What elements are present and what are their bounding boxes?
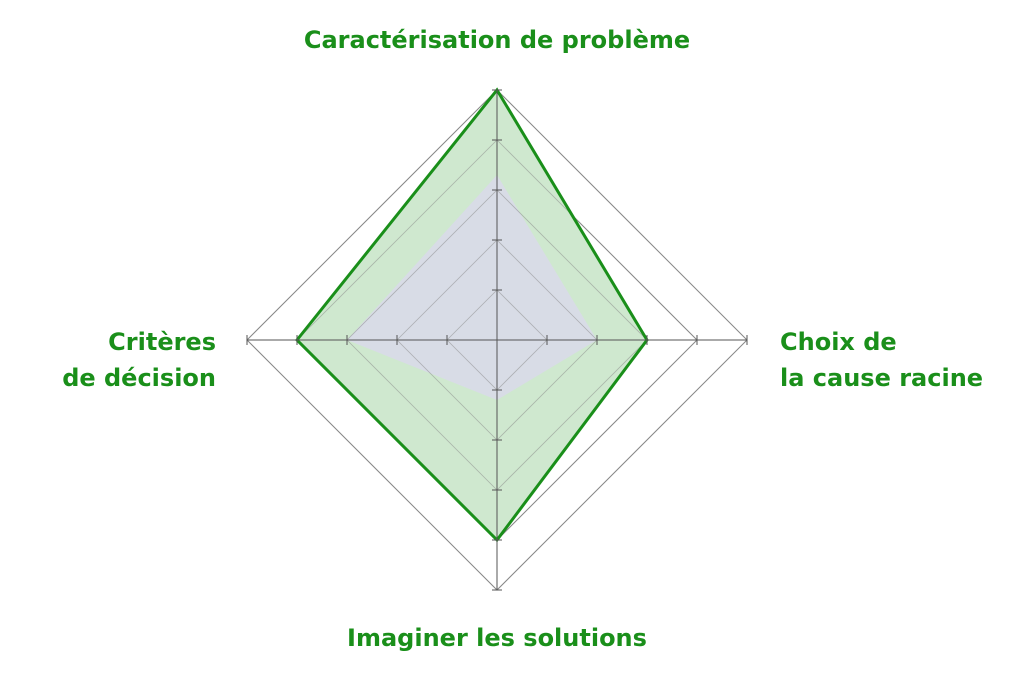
axis-label-line: la cause racine [780, 364, 984, 392]
series-grey-area [347, 175, 597, 400]
axis-label-root-cause: Choix de la cause racine [780, 324, 983, 396]
axis-label-line: Caractérisation de problème [303, 26, 691, 54]
axis-layer [246, 89, 748, 591]
axis-label-decision-criteria: Critères de décision [62, 324, 216, 396]
axis-label-problem-characterization: Caractérisation de problème [0, 22, 994, 58]
axis-label-line: Imaginer les solutions [347, 624, 647, 652]
axis-label-line: de décision [62, 364, 216, 392]
axis-label-line: Choix de [780, 328, 897, 356]
axis-label-line: Critères [108, 328, 216, 356]
axis-label-solutions: Imaginer les solutions [0, 620, 994, 656]
